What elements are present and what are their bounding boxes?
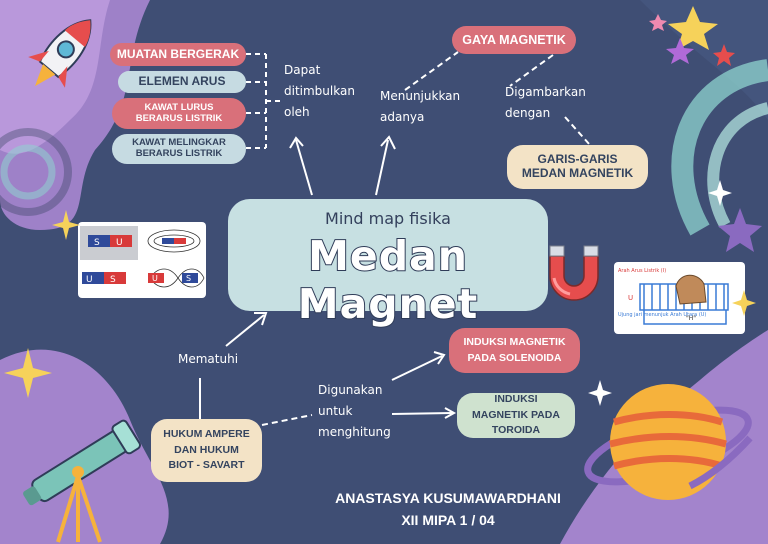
author-name: ANASTASYA KUSUMAWARDHANI	[335, 490, 561, 506]
node-induksi-solenoida: INDUKSI MAGNETIK PADA SOLENOIDA	[449, 328, 580, 373]
label-dapat-ditimbulkan-oleh: Dapat ditimbulkan oleh	[284, 63, 355, 119]
pole-label: U	[116, 238, 123, 248]
node-garis-garis-medan-magnetik: GARIS-GARIS MEDAN MAGNETIK	[507, 145, 648, 189]
central-topic: Mind map fisika Medan Magnet	[228, 199, 548, 329]
node-hukum-ampere-biot-savart: HUKUM AMPERE DAN HUKUM BIOT - SAVART	[151, 419, 262, 482]
label-mematuhi: Mematuhi	[178, 352, 239, 366]
solenoid-label: "H"	[686, 315, 696, 322]
sparkle-icon	[4, 180, 756, 406]
node-muatan-bergerak: MUATAN BERGERAK	[110, 43, 246, 66]
pole-label: S	[110, 275, 116, 285]
central-subtitle: Mind map fisika	[325, 209, 451, 228]
planet-icon	[584, 384, 753, 500]
node-induksi-toroida: INDUKSI MAGNETIK PADA TOROIDA	[457, 393, 575, 438]
pole-label: U	[152, 274, 158, 283]
star-icon	[649, 6, 762, 252]
author-class: XII MIPA 1 / 04	[401, 512, 495, 528]
label-digunakan-untuk-menghitung: Digunakan untuk menghitung	[318, 383, 391, 439]
telescope-icon	[23, 419, 142, 543]
solenoid-right-hand-image: Arah Arus Listrik (I) Ujung jari menunju…	[614, 262, 745, 334]
node-kawat-lurus: KAWAT LURUS BERARUS LISTRIK	[112, 98, 246, 129]
label-menunjukkan-adanya: Menunjukkan adanya	[380, 89, 461, 124]
node-kawat-melingkar: KAWAT MELINGKAR BERARUS LISTRIK	[112, 134, 246, 164]
pole-label: S	[186, 274, 191, 283]
pole-label: S	[94, 238, 100, 248]
bar-magnet-field-image: S U U S U S	[78, 222, 206, 298]
solenoid-label: U	[628, 294, 633, 302]
node-elemen-arus: ELEMEN ARUS	[118, 71, 246, 93]
node-gaya-magnetik: GAYA MAGNETIK	[452, 26, 576, 54]
rocket-icon	[28, 19, 92, 88]
solenoid-label: Arah Arus Listrik (I)	[618, 268, 666, 274]
label-digambarkan-dengan: Digambarkan dengan	[505, 85, 586, 120]
horseshoe-magnet-icon	[549, 245, 599, 301]
solenoid-label: Ujung jari menunjuk Arah Utara (U)	[618, 312, 706, 318]
pole-label: U	[86, 275, 93, 285]
central-title: Medan Magnet	[297, 231, 479, 329]
